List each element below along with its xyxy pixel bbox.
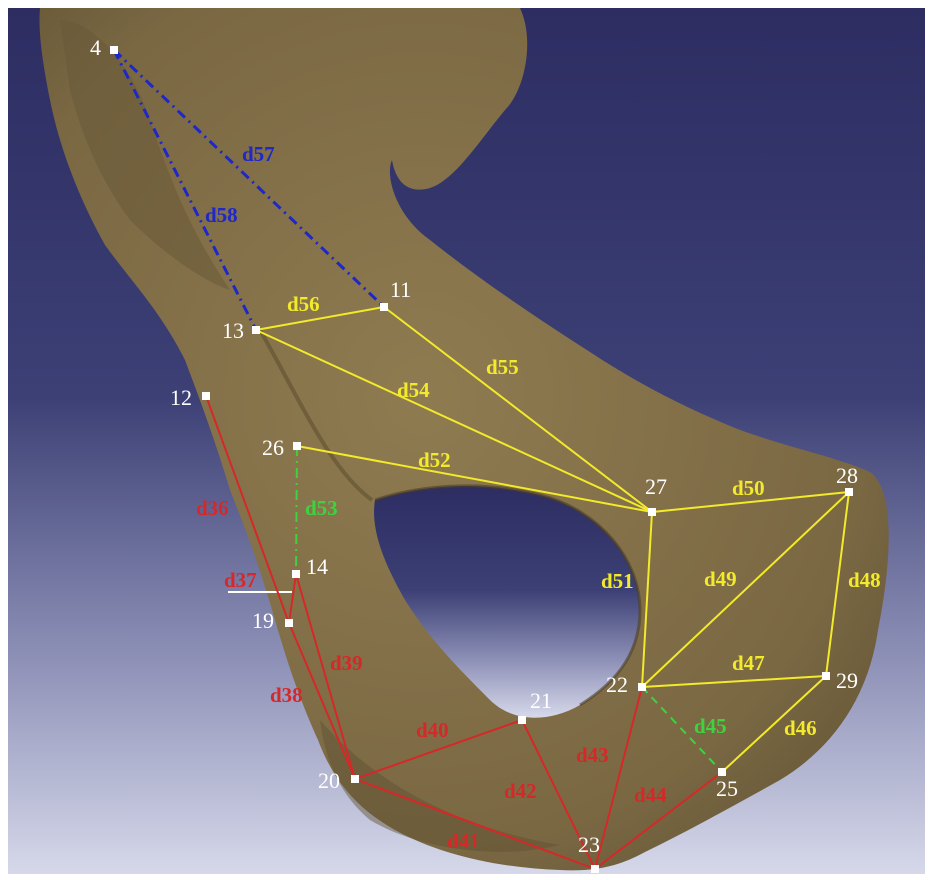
landmark-marker-28 [845, 488, 853, 496]
landmark-marker-13 [252, 326, 260, 334]
distance-line-d49 [641, 491, 850, 688]
distance-label-d53: d53 [305, 496, 338, 520]
distance-line-d47 [641, 675, 827, 688]
distance-label-d55: d55 [486, 355, 519, 379]
distance-line-d56 [255, 306, 385, 331]
bone-shading [60, 20, 230, 290]
distance-label-d43: d43 [576, 743, 609, 767]
landmark-points: 4 11 12 13 14 19 20 21 22 23 25 26 27 28 29 [90, 35, 858, 873]
distance-line-d54 [255, 329, 653, 513]
distance-label-d50: d50 [732, 476, 765, 500]
landmark-label-13: 13 [222, 318, 244, 343]
landmark-marker-27 [648, 508, 656, 516]
landmark-marker-29 [822, 672, 830, 680]
distance-line-d58 [112, 49, 258, 331]
landmark-label-29: 29 [836, 668, 858, 693]
distance-label-d51: d51 [601, 569, 634, 593]
distance-label-d44: d44 [634, 783, 667, 807]
distance-line-d51 [641, 511, 653, 688]
landmark-marker-21 [518, 716, 526, 724]
distance-line-d48 [825, 491, 850, 677]
distance-label-d47: d47 [732, 651, 765, 675]
landmark-label-4: 4 [90, 35, 101, 60]
distance-line-d42 [521, 719, 596, 870]
bone-ridge [258, 329, 374, 502]
distance-label-d48: d48 [848, 568, 881, 592]
foramen-hole [374, 485, 640, 718]
landmark-label-23: 23 [578, 832, 600, 857]
landmark-label-19: 19 [252, 608, 274, 633]
distance-label-d40: d40 [416, 718, 449, 742]
landmark-label-14: 14 [306, 554, 328, 579]
landmark-marker-20 [351, 775, 359, 783]
landmark-label-22: 22 [606, 672, 628, 697]
landmark-label-12: 12 [170, 385, 192, 410]
landmark-label-21: 21 [530, 688, 552, 713]
distance-label-d54: d54 [397, 378, 430, 402]
distance-line-d46 [721, 675, 827, 773]
bone-lower-shading [320, 720, 560, 852]
distance-line-d41 [354, 778, 596, 870]
distance-label-d41: d41 [447, 829, 480, 853]
distance-label-d39: d39 [330, 651, 363, 675]
landmark-label-28: 28 [836, 463, 858, 488]
distance-labels: d36 d37 d38 d39 d40 d41 d42 d43 d44 d45 d46 d47 d48 d… [196, 142, 881, 853]
distance-line-d43 [594, 686, 643, 870]
distance-label-d42: d42 [504, 779, 537, 803]
distance-label-d45: d45 [694, 714, 727, 738]
distance-label-d37: d37 [224, 568, 257, 592]
distance-line-d55 [383, 306, 653, 513]
distance-line-d52 [296, 445, 653, 513]
distance-label-d49: d49 [704, 567, 737, 591]
distance-line-d50 [651, 491, 850, 513]
landmark-marker-22 [638, 683, 646, 691]
landmark-marker-11 [380, 303, 388, 311]
landmark-marker-25 [718, 768, 726, 776]
distance-line-d39 [295, 573, 356, 780]
distance-line-d38 [288, 622, 356, 780]
distance-line-d57 [112, 48, 386, 309]
distance-lines [112, 48, 850, 870]
distance-line-d45 [641, 686, 723, 773]
distance-label-d38: d38 [270, 683, 303, 707]
landmark-label-27: 27 [645, 474, 667, 499]
landmark-marker-14 [292, 570, 300, 578]
distance-line-d37 [288, 573, 297, 624]
landmark-label-26: 26 [262, 435, 284, 460]
landmark-label-20: 20 [318, 768, 340, 793]
landmark-label-11: 11 [390, 277, 411, 302]
distance-label-d52: d52 [418, 448, 451, 472]
landmark-marker-4 [110, 46, 118, 54]
foramen-rim [374, 484, 642, 707]
distance-label-d56: d56 [287, 292, 320, 316]
landmark-label-25: 25 [716, 776, 738, 801]
landmark-marker-12 [202, 392, 210, 400]
distance-line-d44 [594, 771, 723, 870]
distance-line-d40 [354, 719, 523, 780]
landmark-marker-23 [591, 865, 599, 873]
distance-label-d58: d58 [205, 203, 238, 227]
distance-line-d36 [205, 395, 290, 624]
landmark-marker-19 [285, 619, 293, 627]
distance-label-d46: d46 [784, 716, 817, 740]
landmark-marker-26 [293, 442, 301, 450]
distance-label-d36: d36 [196, 496, 229, 520]
distance-label-d57: d57 [242, 142, 275, 166]
